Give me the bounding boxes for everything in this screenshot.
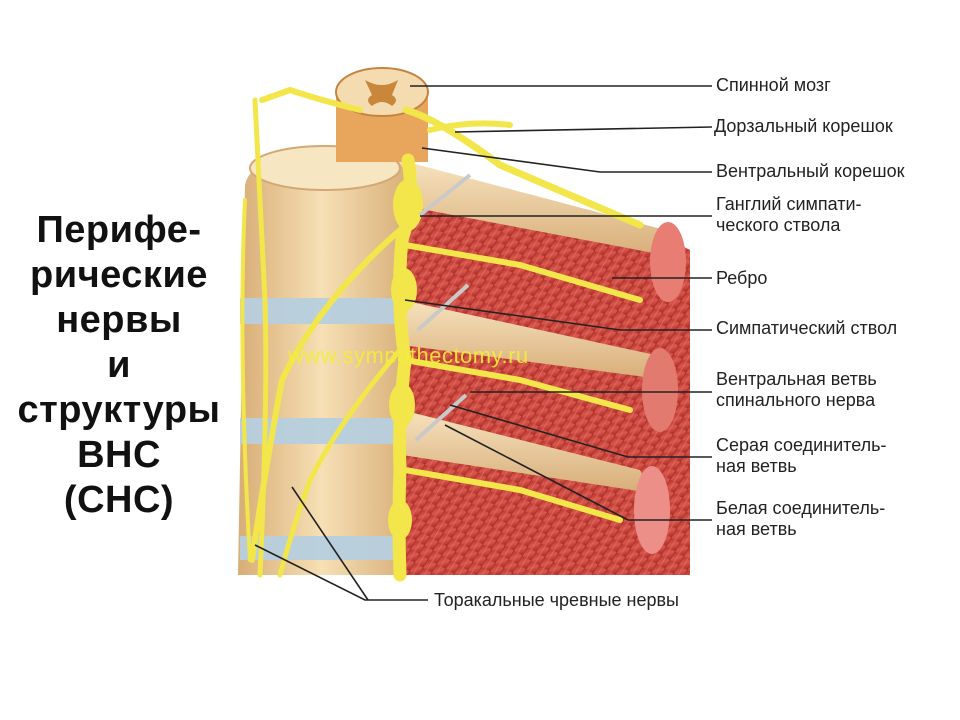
label-line: Ганглий симпати- xyxy=(716,194,862,214)
label-line: ная ветвь xyxy=(716,456,797,476)
label-ventral-root: Вентральный корешок xyxy=(716,161,905,181)
title-line: ВНС xyxy=(77,434,161,476)
ribs xyxy=(400,160,686,554)
label-line: ческого ствола xyxy=(716,215,841,235)
title-line: Перифе- xyxy=(36,209,202,251)
slide-title: Перифе- рические нервы и структуры ВНС (… xyxy=(6,208,232,523)
spinal-cord xyxy=(335,67,429,162)
rib-end xyxy=(634,466,670,554)
label-gray-ramus: Серая соединитель- ная ветвь xyxy=(716,435,887,477)
label-ganglion: Ганглий симпати- ческого ствола xyxy=(716,194,862,236)
label-line: Серая соединитель- xyxy=(716,435,887,455)
rib-end xyxy=(642,348,678,432)
label-white-ramus: Белая соединитель- ная ветвь xyxy=(716,498,885,540)
label-line: Белая соединитель- xyxy=(716,498,886,518)
watermark: www.sympathectomy.ru xyxy=(288,343,529,368)
intervertebral-disc xyxy=(240,536,405,560)
label-rib: Ребро xyxy=(716,268,768,288)
label-ventral-branch: Вентральная ветвь спинального нерва xyxy=(716,369,877,411)
leader-lines xyxy=(254,85,713,601)
rib-end xyxy=(650,222,686,302)
title-line: нервы xyxy=(56,299,182,341)
label-line: Вентральная ветвь xyxy=(716,369,877,389)
label-dorsal-root: Дорзальный корешок xyxy=(714,116,893,136)
label-line: спинального нерва xyxy=(716,390,876,410)
title-line: структуры xyxy=(17,389,221,431)
label-line: ная ветвь xyxy=(716,519,797,539)
label-sympathetic-trunk: Симпатический ствол xyxy=(716,318,898,338)
title-line: рические xyxy=(30,254,208,296)
label-spinal-cord: Спинной мозг xyxy=(716,75,831,95)
gray-rami xyxy=(414,173,472,442)
title-line: и xyxy=(107,344,131,386)
label-thoracic-splanchnic: Торакальные чревные нервы xyxy=(434,590,679,610)
title-line: (СНС) xyxy=(63,479,175,521)
